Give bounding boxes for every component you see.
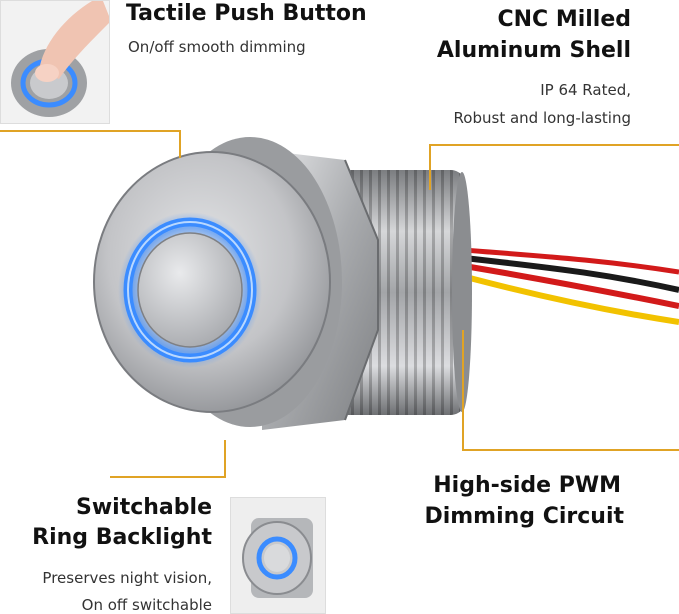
leader-backlight-v bbox=[224, 440, 226, 478]
leader-tactile-v bbox=[179, 130, 181, 158]
backlight-sub-line2: On off switchable bbox=[81, 596, 212, 614]
shell-sub-line1: IP 64 Rated, bbox=[540, 81, 631, 99]
leader-pwm-v bbox=[462, 330, 464, 450]
tactile-subtitle: On/off smooth dimming bbox=[128, 38, 306, 56]
backlight-sub-line1: Preserves night vision, bbox=[42, 569, 212, 587]
backlight-title-line2: Ring Backlight bbox=[32, 525, 212, 550]
tactile-title: Tactile Push Button bbox=[126, 1, 367, 26]
pwm-title-line1: High-side PWM bbox=[433, 473, 621, 498]
backlight-title-line1: Switchable bbox=[76, 495, 212, 520]
leader-shell-v bbox=[429, 144, 431, 190]
shell-sub-line2: Robust and long-lasting bbox=[453, 109, 631, 127]
leader-backlight-h bbox=[110, 476, 226, 478]
finger-press-icon bbox=[11, 1, 109, 117]
shell-title-line1: CNC Milled bbox=[497, 7, 631, 32]
ring-backlight-icon bbox=[242, 518, 313, 598]
leader-pwm-h bbox=[462, 449, 679, 451]
backlight-thumbnail bbox=[230, 497, 326, 614]
shell-title-line2: Aluminum Shell bbox=[436, 38, 631, 63]
leader-shell-h bbox=[430, 144, 679, 146]
tactile-thumbnail bbox=[0, 0, 110, 124]
pwm-title-line2: Dimming Circuit bbox=[424, 504, 624, 529]
leader-tactile-h bbox=[0, 130, 180, 132]
